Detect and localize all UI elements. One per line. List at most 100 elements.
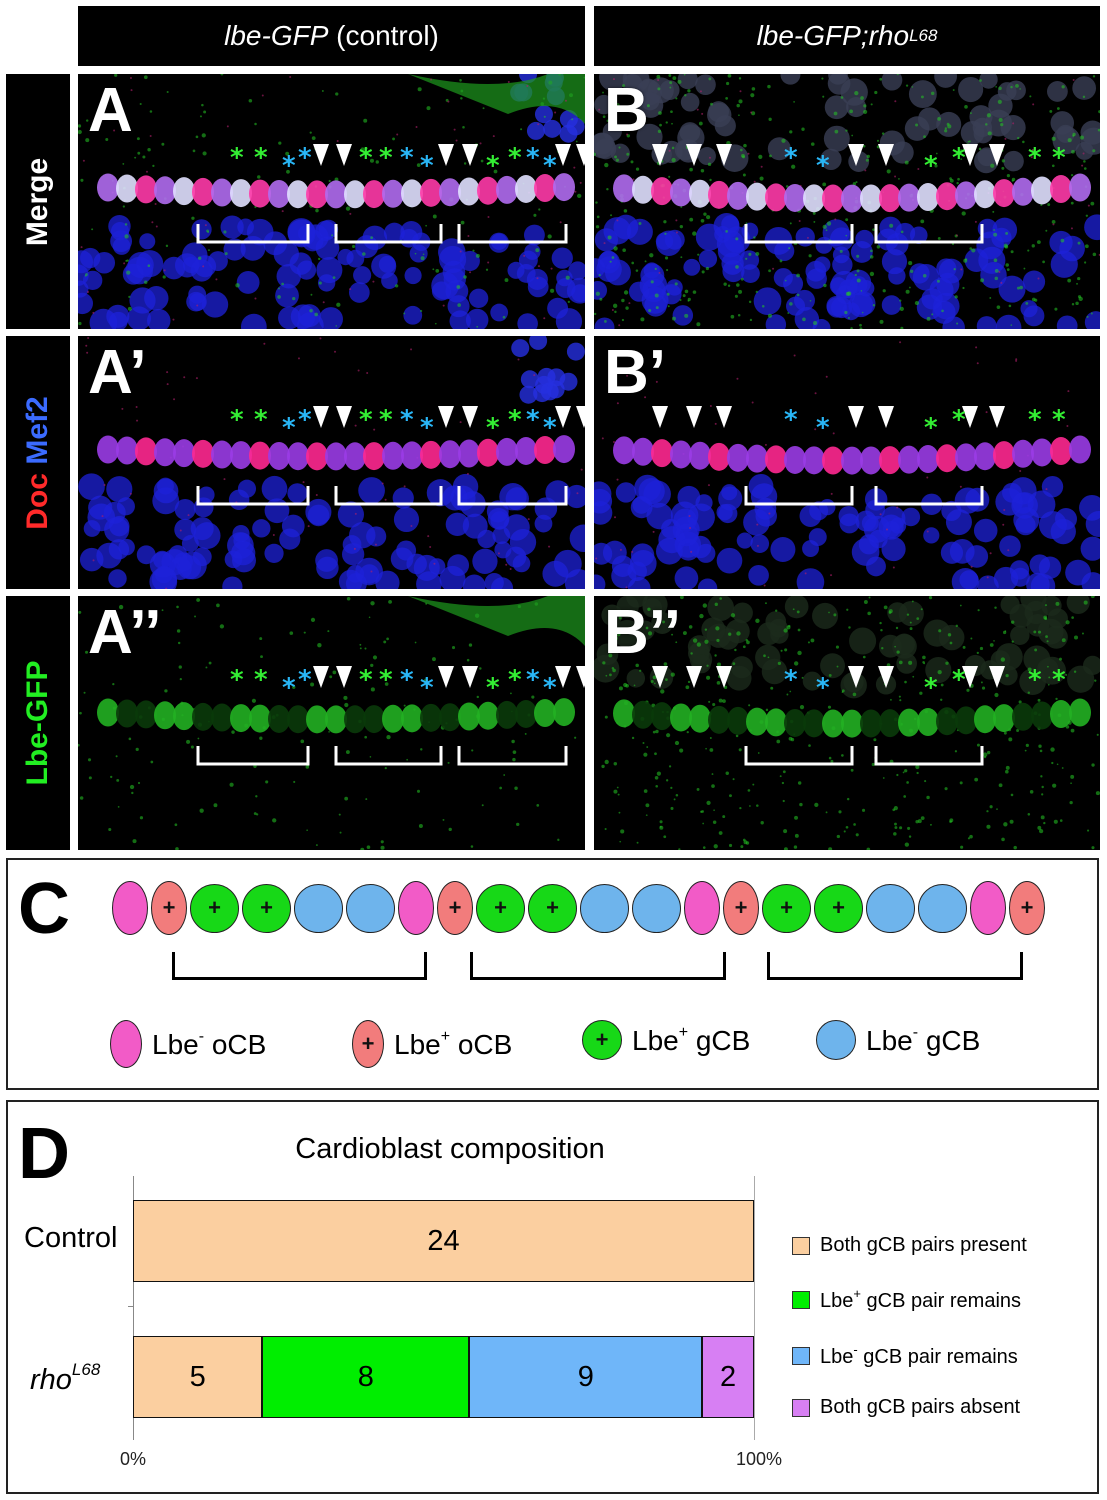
- arrowhead-marker: [848, 144, 864, 166]
- arrowhead-marker: [989, 406, 1005, 428]
- micrograph-image: ************: [78, 336, 585, 589]
- arrowhead-marker: [716, 666, 732, 688]
- asterisk-marker: *: [282, 413, 296, 443]
- arrowhead-marker: [652, 666, 668, 688]
- asterisk-marker: *: [784, 405, 798, 435]
- asterisk-marker: *: [1028, 143, 1042, 173]
- asterisk-marker: *: [952, 143, 966, 173]
- asterisk-marker: *: [359, 143, 373, 173]
- chart-title: Cardioblast composition: [295, 1133, 605, 1165]
- asterisk-marker: *: [816, 151, 830, 181]
- cell-lbe-plus-gcb: +: [814, 883, 863, 933]
- legend-label: Both gCB pairs absent: [820, 1396, 1021, 1418]
- asterisk-marker: *: [298, 665, 312, 695]
- asterisk-marker: *: [1028, 665, 1042, 695]
- segment-bracket: [744, 224, 854, 244]
- arrowhead-marker: [878, 666, 894, 688]
- asterisk-marker: *: [230, 405, 244, 435]
- cell-lbe-minus-gcb: [866, 883, 915, 933]
- arrowhead-marker: [313, 666, 329, 688]
- micrograph-image: ************: [78, 596, 585, 850]
- row-label-merge-text: Merge: [21, 157, 54, 246]
- asterisk-marker: *: [254, 665, 268, 695]
- cell-lbe-minus-gcb: [346, 883, 395, 933]
- legend-swatch: [792, 1236, 810, 1255]
- asterisk-marker: *: [282, 673, 296, 703]
- micrograph-panel-A: ************ A: [78, 74, 585, 329]
- arrowhead-marker: [313, 406, 329, 428]
- legend-lbe-plus-ocb: + Lbe+ oCB: [352, 1020, 512, 1068]
- arrowhead-marker: [462, 666, 478, 688]
- arrowhead-marker: [848, 666, 864, 688]
- asterisk-marker: *: [230, 665, 244, 695]
- micrograph-image: ******: [594, 74, 1100, 329]
- segment-bracket: [874, 224, 984, 244]
- allele-superscript: L68: [909, 26, 938, 45]
- asterisk-marker: *: [508, 665, 522, 695]
- cell-lbe-minus-ocb: [970, 881, 1006, 935]
- asterisk-marker: *: [543, 413, 557, 443]
- segment-bracket: [172, 952, 427, 980]
- legend-label: Lbe- gCB pair remains: [820, 1342, 1018, 1368]
- arrowhead-marker: [989, 144, 1005, 166]
- bar-segment: 8: [262, 1336, 470, 1418]
- asterisk-marker: *: [282, 151, 296, 181]
- bar-value-label: 9: [577, 1360, 594, 1393]
- cell-lbe-plus-ocb: +: [1009, 881, 1045, 935]
- segment-bracket: [874, 746, 984, 766]
- segment-bracket: [470, 952, 726, 980]
- asterisk-marker: *: [526, 405, 540, 435]
- genotype-italic: lbe-GFP;rho: [756, 20, 910, 51]
- bar-value-label: 2: [720, 1360, 737, 1393]
- asterisk-marker: *: [784, 143, 798, 173]
- legend-label: Both gCB pairs present: [820, 1234, 1027, 1256]
- arrowhead-marker: [686, 406, 702, 428]
- asterisk-marker: *: [230, 143, 244, 173]
- asterisk-marker: *: [816, 413, 830, 443]
- asterisk-marker: *: [924, 151, 938, 181]
- segment-bracket: [334, 746, 443, 766]
- arrowhead-marker: [962, 144, 978, 166]
- legend-swatch: [792, 1290, 810, 1309]
- legend-item: Lbe- gCB pair remains: [792, 1342, 1018, 1369]
- asterisk-marker: *: [508, 143, 522, 173]
- arrowhead-marker: [576, 144, 585, 166]
- micrograph-panel-B-prime: ****** B’: [594, 336, 1100, 589]
- asterisk-marker: *: [924, 413, 938, 443]
- asterisk-marker: *: [486, 413, 500, 443]
- segment-bracket: [457, 746, 568, 766]
- x-tick-label-100: 100%: [736, 1449, 783, 1469]
- arrowhead-marker: [336, 666, 352, 688]
- legend-label: Lbe- oCB: [152, 1027, 267, 1060]
- bar-segment: 9: [469, 1336, 703, 1418]
- cell-lbe-plus-gcb: +: [242, 883, 291, 933]
- asterisk-marker: *: [298, 405, 312, 435]
- asterisk-marker: *: [816, 673, 830, 703]
- x-tick-label-0: 0%: [120, 1449, 147, 1469]
- doc-label: Doc: [21, 472, 54, 530]
- arrowhead-marker: [716, 406, 732, 428]
- bar-segment: 24: [133, 1200, 754, 1282]
- arrowhead-marker: [962, 406, 978, 428]
- category-label-rho: rhoL68: [30, 1360, 101, 1396]
- panel-letter: B’: [604, 338, 666, 407]
- segment-bracket: [744, 746, 854, 766]
- legend-swatch: [816, 1020, 856, 1060]
- column-header-control: lbe-GFP (control): [78, 6, 585, 66]
- legend-lbe-minus-gcb: Lbe- gCB: [816, 1020, 980, 1060]
- arrowhead-marker: [686, 144, 702, 166]
- asterisk-marker: *: [952, 665, 966, 695]
- arrowhead-marker: [336, 406, 352, 428]
- segment-bracket: [334, 224, 443, 244]
- asterisk-marker: *: [508, 405, 522, 435]
- bar-value-label: 8: [357, 1360, 374, 1393]
- asterisk-marker: *: [486, 151, 500, 181]
- legend-swatch: [792, 1346, 810, 1365]
- legend-item: Both gCB pairs present: [792, 1234, 1027, 1257]
- y-tick: [128, 1306, 134, 1307]
- segment-bracket: [744, 486, 854, 506]
- segment-bracket: [334, 486, 443, 506]
- asterisk-marker: *: [784, 665, 798, 695]
- legend-item: Lbe+ gCB pair remains: [792, 1286, 1021, 1313]
- row-label-doc-mef2: Doc Mef2: [6, 336, 70, 589]
